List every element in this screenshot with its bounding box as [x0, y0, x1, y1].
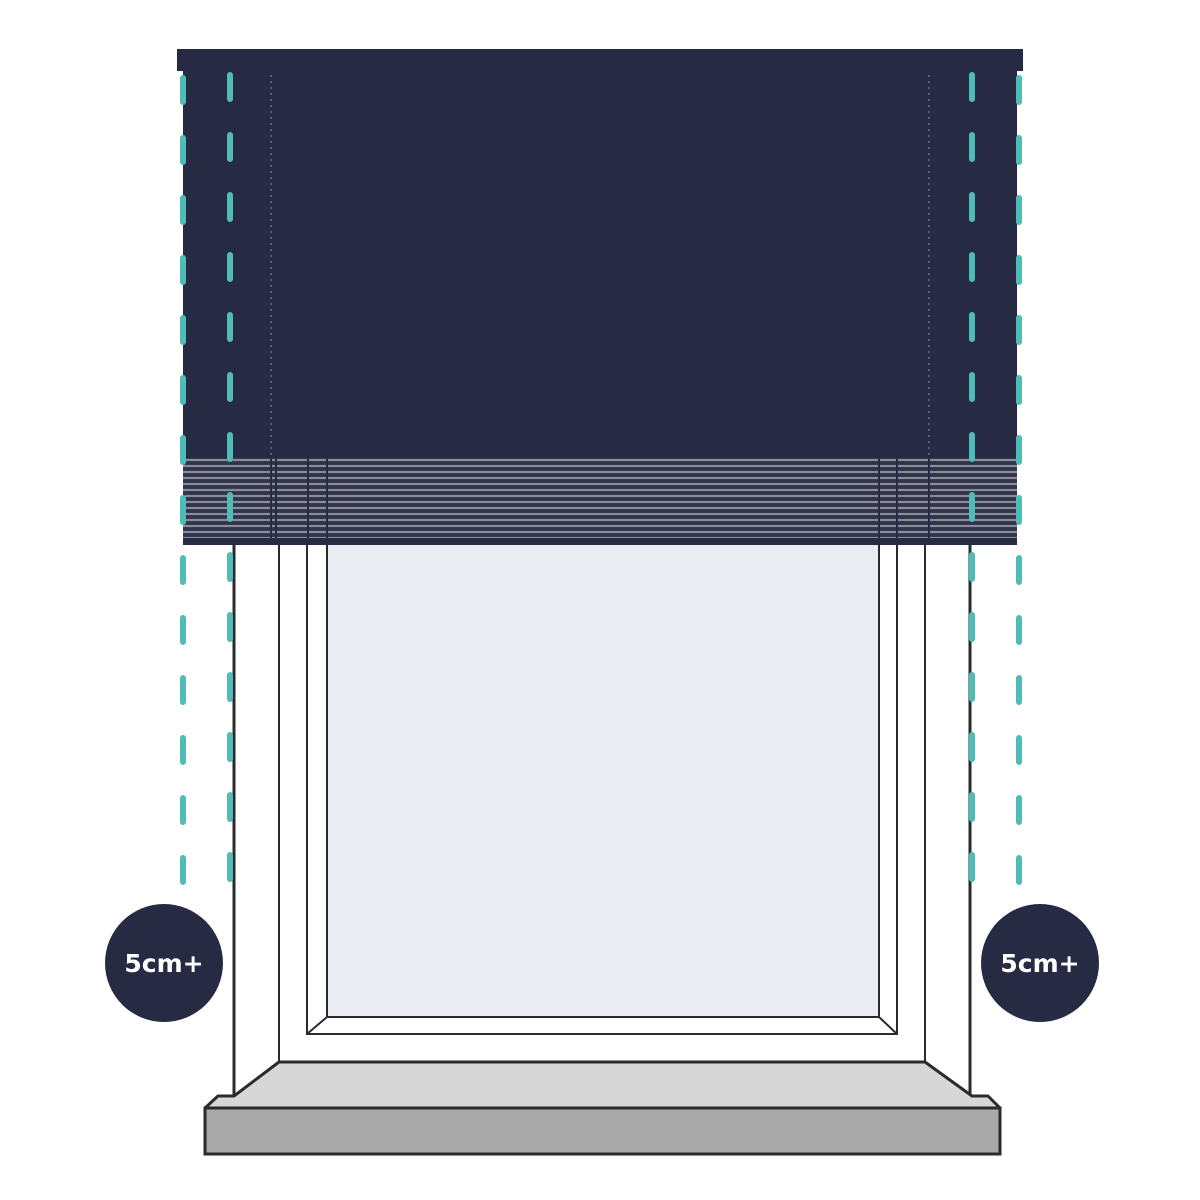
window-sill-top — [203, 1060, 1002, 1110]
frame-bevel-right — [878, 1016, 898, 1035]
badge-left-label: 5cm+ — [124, 949, 203, 978]
window-glass — [326, 519, 880, 1018]
measurement-guides — [180, 72, 1022, 885]
badge-right: 5cm+ — [981, 904, 1099, 1022]
badge-left: 5cm+ — [105, 904, 223, 1022]
blind-slat-stack — [183, 458, 1017, 540]
frame-bevel-left — [306, 1016, 328, 1035]
blind-panel — [183, 68, 1017, 460]
blind-headrail — [177, 49, 1023, 71]
window-sill-front — [203, 1106, 1002, 1156]
blind-bottom-rail — [183, 538, 1017, 545]
badge-right-label: 5cm+ — [1000, 949, 1079, 978]
